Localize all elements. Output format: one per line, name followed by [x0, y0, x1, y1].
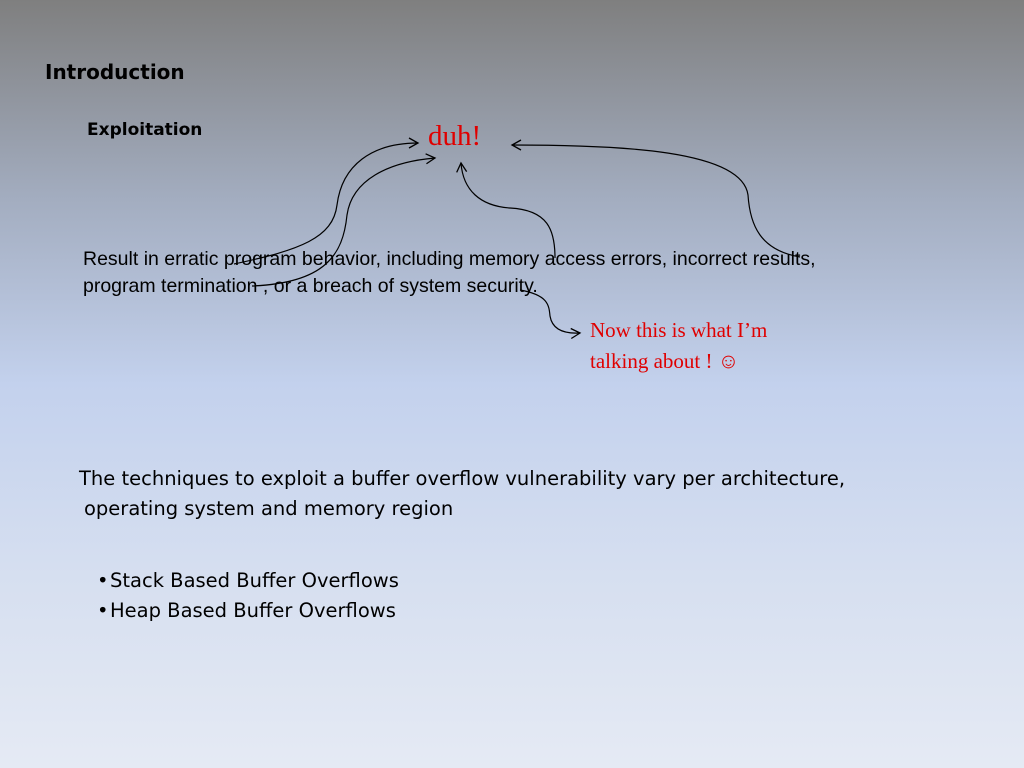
slide-title: Introduction	[45, 60, 185, 84]
techniques-line-2: operating system and memory region	[84, 497, 454, 520]
callout-talk-line-2: talking about ! ☺	[590, 349, 740, 373]
bullet-list: •Stack Based Buffer Overflows •Heap Base…	[97, 566, 399, 626]
list-item: •Heap Based Buffer Overflows	[97, 596, 399, 626]
techniques-paragraph: The techniques to exploit a buffer overf…	[79, 464, 845, 524]
result-paragraph: Result in erratic program behavior, incl…	[83, 246, 983, 300]
arrow-right	[510, 139, 801, 258]
arrow-center	[456, 161, 556, 259]
result-line-2: program termination , or a breach of sys…	[83, 275, 538, 297]
callout-duh: duh!	[428, 120, 482, 152]
bullet-text: Heap Based Buffer Overflows	[110, 599, 396, 622]
bullet-icon: •	[97, 569, 109, 592]
result-line-1: Result in erratic program behavior, incl…	[83, 248, 816, 270]
bullet-icon: •	[97, 599, 109, 622]
bullet-text: Stack Based Buffer Overflows	[110, 569, 399, 592]
slide-subtitle: Exploitation	[87, 120, 203, 140]
techniques-line-1: The techniques to exploit a buffer overf…	[79, 467, 846, 490]
list-item: •Stack Based Buffer Overflows	[97, 566, 399, 596]
callout-talk-line-1: Now this is what I’m	[590, 318, 768, 342]
callout-talking-about: Now this is what I’m talking about ! ☺	[590, 315, 767, 377]
